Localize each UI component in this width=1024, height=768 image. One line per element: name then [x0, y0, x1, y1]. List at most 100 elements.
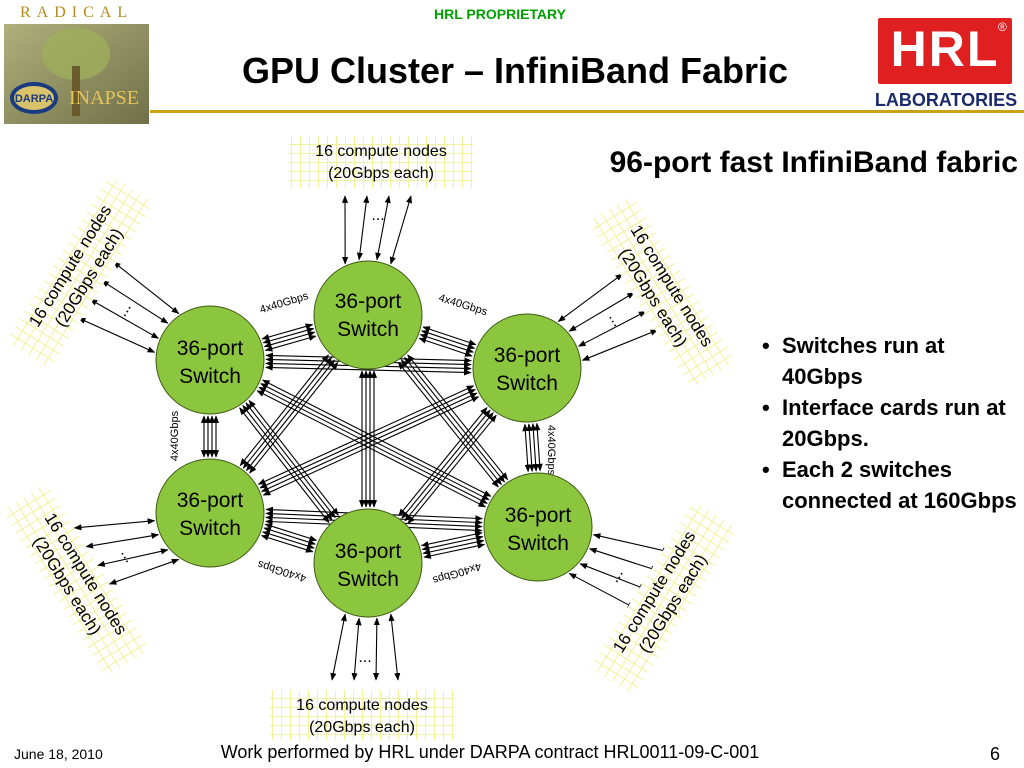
- node-arrow: [101, 280, 169, 324]
- node-arrows-ur: [557, 273, 659, 361]
- node-arrow: [588, 547, 659, 572]
- node-arrows-lr: [568, 533, 671, 609]
- link-arrow: [261, 323, 314, 340]
- link-label-bottom-right: 4x40Gbps: [431, 560, 483, 586]
- link-arrow: [260, 383, 490, 501]
- link-arrow: [264, 335, 317, 352]
- node-group-upper-left: 16 compute nodes (20Gbps each): [6, 175, 154, 369]
- node-arrow: [351, 617, 362, 681]
- node-arrow: [77, 317, 156, 353]
- node-arrow: [389, 195, 412, 265]
- svg-text:(20Gbps each): (20Gbps each): [309, 719, 415, 736]
- link-arrow: [526, 423, 535, 473]
- link-ur-bot: [398, 407, 497, 524]
- svg-text:Switch: Switch: [337, 318, 399, 341]
- node-arrow: [85, 532, 160, 549]
- radical-logo-text: RADICAL: [20, 4, 134, 21]
- node-group-lower-right: 16 compute nodes (20Gbps each): [590, 501, 738, 695]
- link-arrow: [534, 422, 543, 472]
- switch-top: 36-port Switch: [313, 260, 423, 370]
- link-arrow: [257, 385, 475, 485]
- svg-text:16 compute nodes: 16 compute nodes: [315, 143, 447, 160]
- bullet-item: •Switches run at 40Gbps: [762, 333, 945, 389]
- link-arrow: [420, 531, 483, 548]
- ellipsis-lower-left: ...: [117, 545, 138, 565]
- node-group-upper-right: 16 compute nodes (20Gbps each): [588, 195, 736, 389]
- link-arrow: [262, 327, 315, 344]
- svg-text:INAPSE: INAPSE: [69, 87, 139, 109]
- svg-text:36-port: 36-port: [335, 290, 402, 313]
- node-group-top: 16 compute nodes (20Gbps each): [289, 136, 473, 188]
- title-divider: [150, 110, 1024, 113]
- fabric-heading: 96-port fast InfiniBand fabric: [609, 146, 1018, 179]
- synapse-logo-icon: DARPA INAPSE: [4, 6, 149, 124]
- node-arrow: [356, 195, 370, 261]
- footer-note: Work performed by HRL under DARPA contra…: [220, 742, 760, 762]
- node-arrows-ul: [77, 261, 180, 353]
- ellipsis-upper-right: ...: [605, 309, 626, 329]
- link-arrow: [522, 423, 531, 473]
- link-label-left: 4x40Gbps: [169, 410, 181, 461]
- node-group-bottom: 16 compute nodes (20Gbps each): [270, 690, 454, 740]
- node-arrow: [581, 329, 659, 361]
- link-lr-bot: [420, 531, 486, 559]
- link-arrow: [398, 407, 488, 517]
- node-group-lower-left: 16 compute nodes (20Gbps each): [2, 483, 150, 677]
- svg-text:Switch: Switch: [496, 372, 558, 395]
- link-ll-bot: [260, 523, 318, 553]
- switch-bottom: 36-port Switch: [313, 508, 423, 618]
- switch-upper-left: 36-port Switch: [155, 305, 265, 415]
- link-arrow: [530, 422, 539, 472]
- node-arrows-ll: [73, 518, 180, 585]
- node-arrows-top: [341, 195, 412, 265]
- link-arrow: [421, 330, 476, 350]
- node-arrow: [330, 613, 347, 681]
- link-top-ul: [261, 323, 317, 352]
- svg-text:Switch: Switch: [179, 517, 241, 540]
- svg-text:36-port: 36-port: [505, 504, 572, 527]
- svg-text:36-port: 36-port: [335, 540, 402, 563]
- ellipsis-upper-left: ...: [113, 299, 134, 319]
- link-arrow: [264, 523, 318, 542]
- link-label-bottom-left: 4x40Gbps: [256, 558, 308, 584]
- svg-text:Switch: Switch: [179, 365, 241, 388]
- hrl-logo-subtitle: LABORATORIES: [874, 90, 1018, 110]
- proprietary-banner: HRL PROPRIETARY: [434, 6, 566, 22]
- ellipsis-top: ...: [371, 207, 384, 224]
- bullet-item: •Each 2 switches connected at 160Gbps: [762, 457, 1017, 513]
- svg-text:(20Gbps each): (20Gbps each): [328, 165, 434, 182]
- svg-text:36-port: 36-port: [177, 337, 244, 360]
- node-arrow: [568, 292, 635, 332]
- page-title: GPU Cluster – InfiniBand Fabric: [241, 50, 789, 91]
- page-number: 6: [990, 744, 1001, 764]
- infiniband-fabric-diagram: 16 compute nodes (20Gbps each) 16 comput…: [2, 136, 738, 740]
- node-arrow: [592, 533, 671, 554]
- switch-lower-right: 36-port Switch: [483, 472, 593, 582]
- switch-lower-left: 36-port Switch: [155, 458, 265, 568]
- node-arrow: [108, 558, 180, 585]
- link-arrow: [263, 331, 316, 348]
- bullet-list: •Switches run at 40Gbps •Interface cards…: [760, 330, 1022, 516]
- link-label-right: 4x40Gbps: [545, 425, 557, 476]
- node-arrow: [375, 195, 391, 261]
- link-ur-lr: [522, 422, 543, 473]
- node-arrow: [97, 548, 169, 567]
- link-ul-ll: [200, 415, 220, 458]
- link-arrow: [262, 530, 315, 549]
- node-arrows-bot: [330, 613, 401, 681]
- node-arrow: [73, 518, 156, 531]
- svg-text:Switch: Switch: [337, 568, 399, 591]
- link-arrow: [265, 364, 472, 376]
- svg-text:Switch: Switch: [507, 532, 569, 555]
- switch-upper-right: 36-port Switch: [472, 313, 582, 423]
- registered-mark: ®: [998, 20, 1007, 34]
- link-label-top-left: 4x40Gbps: [258, 290, 310, 316]
- node-arrow: [112, 261, 180, 315]
- link-arrow: [419, 333, 474, 353]
- link-arrow: [263, 527, 316, 546]
- footer-date: June 18, 2010: [14, 746, 103, 762]
- link-arrow: [256, 390, 487, 508]
- svg-text:16 compute nodes: 16 compute nodes: [296, 697, 428, 714]
- hrl-logo-letters: HRL: [890, 21, 1000, 77]
- bullet-item: •Interface cards run at 20Gbps.: [762, 395, 1006, 451]
